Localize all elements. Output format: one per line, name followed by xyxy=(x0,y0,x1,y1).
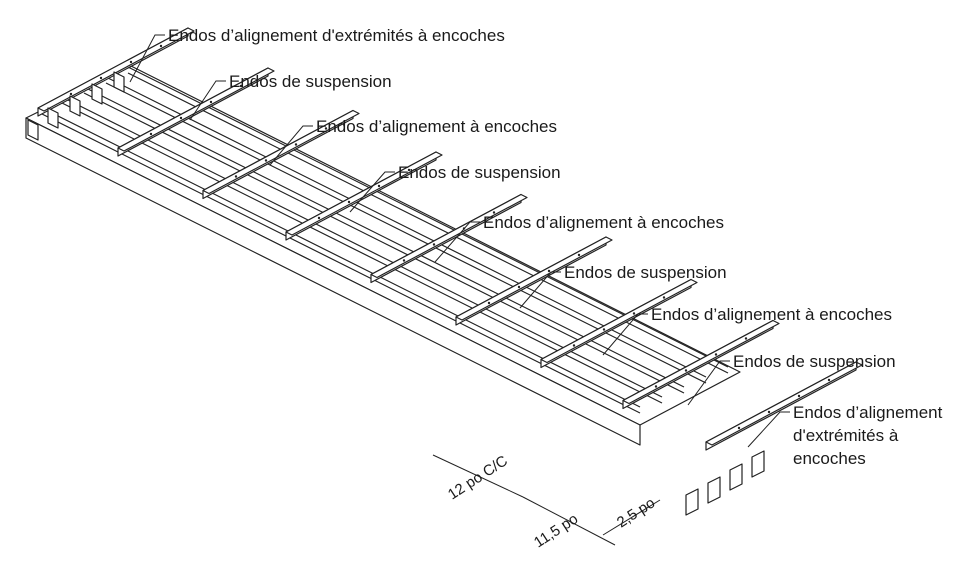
cross-member-top-4 xyxy=(370,193,528,279)
leader-line-6 xyxy=(602,313,648,356)
dimension-depth-label: 2,5 po xyxy=(614,494,658,531)
notch-mark-7-4 xyxy=(744,337,748,340)
notch-mark-6-4 xyxy=(662,296,666,299)
notch-mark-6-1 xyxy=(572,344,576,347)
runner-rail-top-0 xyxy=(39,106,641,408)
notch-mark-4-1 xyxy=(402,259,406,262)
end-block-back-1 xyxy=(47,107,59,129)
label-end-alignment-bottom-line3: encoches xyxy=(793,449,866,468)
notch-mark-0-1 xyxy=(69,92,73,96)
dimension-spacing-line xyxy=(432,454,524,498)
runner-rail-edge-4 xyxy=(127,72,729,374)
notch-mark-2-1 xyxy=(234,175,238,178)
notch-mark-2-4 xyxy=(324,127,328,130)
label-alignment-1: Endos d’alignement à encoches xyxy=(316,117,557,136)
runner-rail-edge-1 xyxy=(61,102,663,404)
end-block-front-0 xyxy=(685,488,699,516)
label-end-alignment-bottom-line2: d'extrémités à xyxy=(793,426,899,445)
notch-mark-3-4 xyxy=(407,168,411,172)
wood-structure xyxy=(25,27,863,516)
cross-member-top-6 xyxy=(540,278,698,364)
leader-line-5 xyxy=(519,271,561,309)
notch-mark-5-3 xyxy=(547,269,551,273)
label-suspension-3: Endos de suspension xyxy=(564,263,727,282)
notch-mark-1-2 xyxy=(179,116,183,120)
cross-member-top-5 xyxy=(455,236,613,321)
end-block-back-2 xyxy=(69,95,81,117)
notch-mark-4-4 xyxy=(492,211,496,214)
label-end-alignment-top: Endos d’alignement d'extrémités à encoch… xyxy=(168,26,505,45)
notch-mark-8-4 xyxy=(827,378,831,382)
end-block-back-3 xyxy=(91,83,103,105)
leader-line-3 xyxy=(349,171,395,213)
leader-line-0 xyxy=(129,34,165,83)
notch-mark-4-2 xyxy=(432,243,436,246)
leader-lines xyxy=(129,34,790,546)
notch-mark-6-2 xyxy=(602,328,606,331)
notch-mark-0-4 xyxy=(159,44,163,48)
notch-mark-0-3 xyxy=(129,60,133,64)
leader-line-8 xyxy=(747,411,790,448)
notch-mark-7-2 xyxy=(684,369,688,372)
notch-mark-7-3 xyxy=(714,353,718,356)
label-suspension-1: Endos de suspension xyxy=(229,72,392,91)
dimension-depth-line xyxy=(602,499,661,536)
notch-mark-5-1 xyxy=(487,301,491,305)
notch-mark-8-3 xyxy=(797,394,801,398)
runner-rail-top-1 xyxy=(61,96,663,398)
leader-line-7 xyxy=(687,360,730,406)
end-block-front-3 xyxy=(751,450,765,478)
notch-mark-1-3 xyxy=(209,100,213,104)
notch-mark-2-2 xyxy=(264,159,268,162)
cross-member-top-8 xyxy=(705,361,863,446)
dimension-spacing-label: 12 po C/C xyxy=(445,452,511,503)
cross-member-top-7 xyxy=(622,319,780,405)
notch-mark-8-2 xyxy=(767,410,771,414)
notch-mark-3-3 xyxy=(377,184,381,188)
notch-mark-7-1 xyxy=(654,385,658,388)
label-suspension-2: Endos de suspension xyxy=(398,163,561,182)
end-block-back-4 xyxy=(113,71,125,93)
notch-mark-1-1 xyxy=(149,132,153,136)
notch-mark-3-2 xyxy=(347,200,351,204)
label-alignment-2: Endos d’alignement à encoches xyxy=(483,213,724,232)
base-front-face xyxy=(25,117,641,446)
cross-member-top-1 xyxy=(117,67,275,152)
notch-mark-2-3 xyxy=(294,143,298,146)
notch-mark-3-1 xyxy=(317,216,321,220)
end-block-back-0 xyxy=(27,119,39,141)
notch-mark-6-3 xyxy=(632,312,636,315)
leader-line-4 xyxy=(434,221,480,263)
cross-member-top-0 xyxy=(37,27,195,112)
notch-mark-8-1 xyxy=(737,426,741,430)
label-suspension-4: Endos de suspension xyxy=(733,352,896,371)
leader-line-1 xyxy=(189,80,226,121)
notch-mark-1-4 xyxy=(239,84,243,88)
notch-mark-5-2 xyxy=(517,285,521,289)
cross-member-top-3 xyxy=(285,151,443,236)
notch-mark-0-2 xyxy=(99,76,103,80)
leader-line-2 xyxy=(269,125,313,166)
label-alignment-3: Endos d’alignement à encoches xyxy=(651,305,892,324)
label-end-alignment-bottom-line1: Endos d’alignement xyxy=(793,403,943,422)
dimension-width-line xyxy=(522,496,616,546)
end-block-front-1 xyxy=(707,476,721,504)
end-block-front-2 xyxy=(729,463,743,491)
dimension-width-label: 11,5 po xyxy=(531,510,581,551)
notch-mark-5-4 xyxy=(577,253,581,257)
runner-rail-edge-0 xyxy=(39,112,641,414)
